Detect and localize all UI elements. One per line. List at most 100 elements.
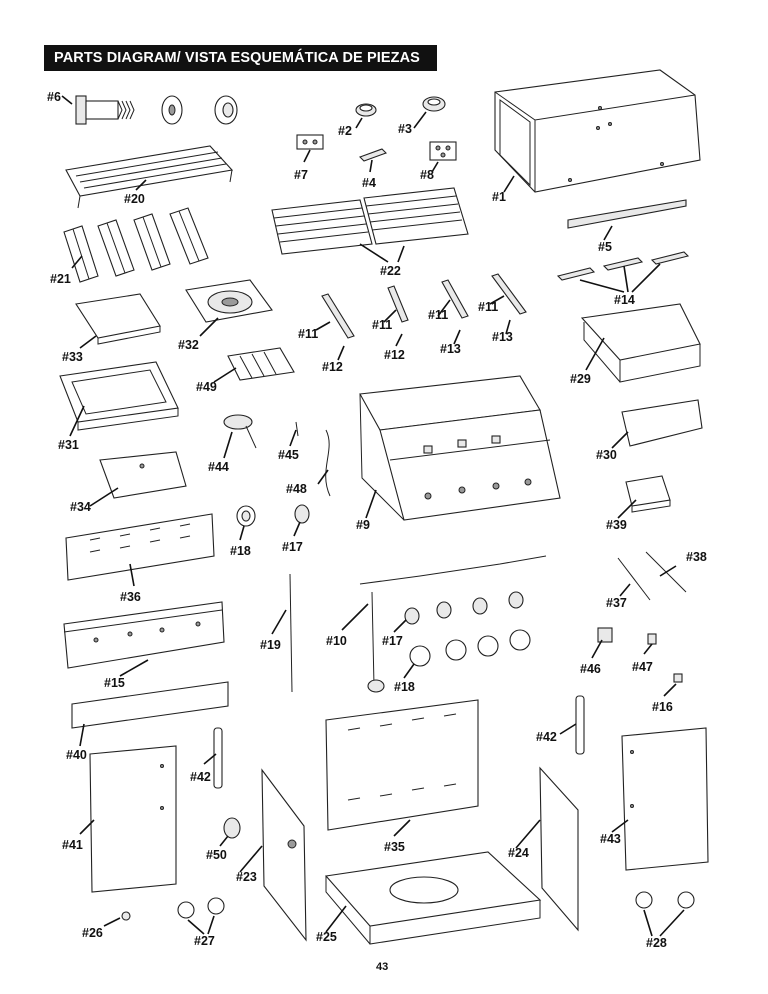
part-14-brackets [556, 251, 690, 281]
label-part-39: #39 [606, 518, 627, 532]
part-26-screw [121, 911, 131, 921]
label-part-9: #9 [356, 518, 370, 532]
part-20-warming-rack [65, 145, 234, 209]
part-45-electrode [295, 421, 299, 437]
label-part-6: #6 [47, 90, 61, 104]
label-part-40: #40 [66, 748, 87, 762]
label-part-47: #47 [632, 660, 653, 674]
part-37-rail [617, 557, 651, 601]
part-46-regulator [597, 627, 613, 643]
part-34-cover [99, 451, 187, 499]
label-part-45: #45 [278, 448, 299, 462]
label-part-12-a: #12 [322, 360, 343, 374]
part-17-knob [294, 504, 310, 524]
label-part-14: #14 [614, 293, 635, 307]
label-part-25: #25 [316, 930, 337, 944]
part-23-side-panel [261, 768, 307, 942]
part-30-shelf-cover [621, 399, 703, 447]
part-42-handle-left [213, 727, 223, 789]
label-part-22: #22 [380, 264, 401, 278]
label-part-24: #24 [508, 846, 529, 860]
label-part-36: #36 [120, 590, 141, 604]
label-part-50: #50 [206, 848, 227, 862]
part-35-back-panel [325, 699, 479, 831]
label-part-18-b: #18 [394, 680, 415, 694]
callout-arrows [61, 95, 685, 937]
part-6-hardware [75, 95, 238, 125]
label-part-27: #27 [194, 934, 215, 948]
label-part-37: #37 [606, 596, 627, 610]
page-number: 43 [376, 961, 389, 973]
part-9-firebox [359, 375, 561, 521]
part-33-side-shelf [75, 293, 161, 345]
label-part-11-a: #11 [298, 327, 319, 341]
part-1-lid [494, 69, 701, 193]
label-part-35: #35 [384, 840, 405, 854]
part-25-base [324, 851, 542, 945]
label-part-33: #33 [62, 350, 83, 364]
label-part-4: #4 [362, 176, 376, 190]
part-36-back-panel [65, 513, 215, 581]
part-32-side-burner [185, 279, 273, 323]
part-18-bezel [236, 505, 256, 527]
label-part-34: #34 [70, 500, 91, 514]
part-28-casters [635, 891, 695, 909]
label-part-15: #15 [104, 676, 125, 690]
label-part-1: #1 [492, 190, 506, 204]
part-7-bracket [296, 134, 324, 150]
label-part-26: #26 [82, 926, 103, 940]
label-part-17-b: #17 [382, 634, 403, 648]
label-part-16: #16 [652, 700, 673, 714]
part-29-side-shelf [580, 303, 701, 383]
label-part-21: #21 [50, 272, 71, 286]
part-49-grate [227, 347, 295, 381]
part-24-side-panel [539, 766, 579, 932]
label-part-11-d: #11 [478, 300, 499, 314]
part-44-burner [223, 414, 257, 449]
part-2-cap [355, 103, 377, 117]
label-part-19: #19 [260, 638, 281, 652]
label-part-20: #20 [124, 192, 145, 206]
page-title: PARTS DIAGRAM/ VISTA ESQUEMÁTICA DE PIEZ… [44, 45, 437, 71]
part-5-handle [567, 199, 687, 229]
part-17-knob-row [404, 591, 524, 625]
part-27-casters [177, 897, 225, 919]
part-50-bracket [223, 817, 241, 839]
label-part-11-c: #11 [428, 308, 449, 322]
part-18-bezel-row [409, 629, 531, 667]
label-part-12-b: #12 [384, 348, 405, 362]
label-part-28: #28 [646, 936, 667, 950]
label-part-5: #5 [598, 240, 612, 254]
label-part-31: #31 [58, 438, 79, 452]
label-part-2: #2 [338, 124, 352, 138]
label-part-13-a: #13 [440, 342, 461, 356]
label-part-42-a: #42 [190, 770, 211, 784]
part-22-cooking-grates [271, 187, 469, 255]
part-47-clip [647, 633, 657, 645]
label-part-41: #41 [62, 838, 83, 852]
label-part-11-b: #11 [372, 318, 393, 332]
part-42-handle-right [575, 695, 585, 755]
label-part-30: #30 [596, 448, 617, 462]
part-19-wire [289, 573, 293, 693]
part-11-burners [321, 273, 527, 339]
label-part-23: #23 [236, 870, 257, 884]
label-part-17-a: #17 [282, 540, 303, 554]
label-part-10: #10 [326, 634, 347, 648]
part-10-manifold [359, 555, 547, 693]
part-21-heat-plates [63, 207, 209, 283]
part-4-thermometer [359, 148, 387, 162]
part-15-control-panel [63, 601, 225, 669]
label-part-7: #7 [294, 168, 308, 182]
part-8-bracket [429, 141, 457, 161]
label-part-8: #8 [420, 168, 434, 182]
part-48-wire [325, 429, 331, 497]
part-31-side-frame [59, 361, 179, 431]
label-part-13-b: #13 [492, 330, 513, 344]
part-43-door-right [621, 727, 709, 871]
label-part-29: #29 [570, 372, 591, 386]
part-40-bracket [71, 681, 229, 729]
part-16-clip [673, 673, 683, 683]
part-39-grease-tray [625, 475, 671, 513]
